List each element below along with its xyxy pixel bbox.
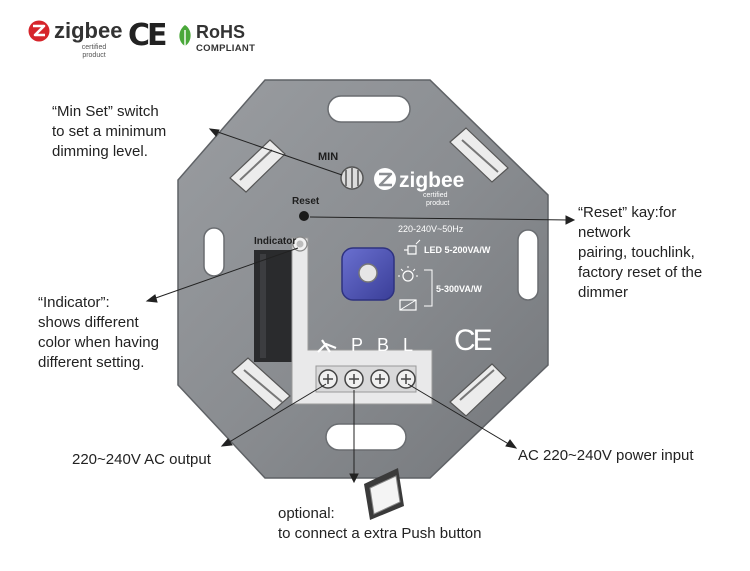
device-zigbee-sub-2: product: [426, 200, 449, 207]
zigbee-brand-text: zigbee: [54, 18, 123, 43]
pointer-min-set: [211, 129, 343, 176]
indicator-label: Indicator: [254, 236, 296, 247]
incandescent-bulb-icon: [398, 266, 418, 282]
led-bulb-icon: [404, 239, 421, 255]
min-label: MIN: [318, 151, 338, 163]
led-rating-text: LED 5-200VA/W: [424, 245, 491, 255]
bottom-slot: [325, 423, 407, 451]
clip-bottom-right: [449, 363, 507, 417]
annotation-min-set: “Min Set” switch to set a minimum dimmin…: [52, 103, 167, 160]
terminal-screw: [396, 369, 416, 389]
terminal-label-l: L: [403, 335, 413, 355]
right-keyhole: [517, 229, 539, 301]
transformer-icon: [399, 299, 417, 311]
pointer-indicator: [149, 247, 299, 301]
clip-bottom-left: [231, 357, 291, 411]
pointer-input: [407, 383, 513, 447]
pointer-reset: [309, 216, 571, 221]
pointer-output: [225, 383, 327, 445]
terminal-screw: [344, 369, 364, 389]
rohs-title: RoHS: [196, 22, 245, 42]
terminal-label-b: B: [377, 335, 389, 355]
zigbee-logo: zigbee certified product: [28, 18, 122, 60]
terminal-screw: [370, 369, 390, 389]
push-symbol-icon: [317, 339, 337, 353]
push-button-icon: [364, 468, 404, 520]
device-ce-mark: CE: [454, 324, 492, 357]
top-slot: [327, 95, 411, 123]
clip-top-left: [229, 139, 286, 193]
reset-button: [299, 211, 309, 221]
device-zigbee-logo: zigbee certified product: [374, 168, 464, 207]
annotation-optional: optional: to connect a extra Push button: [278, 505, 482, 542]
zigbee-sub-line-1: certified: [81, 44, 107, 51]
terminal-block: [315, 365, 417, 393]
zigbee-icon: [28, 20, 50, 42]
device-zigbee-sub-1: certified: [423, 192, 448, 199]
zigbee-sub-line-2: product: [82, 52, 106, 59]
clip-top-right: [449, 127, 509, 183]
terminal-screw: [318, 369, 338, 389]
ce-mark: CE: [128, 18, 167, 53]
rohs-subtitle: COMPLIANT: [196, 43, 256, 54]
annotation-output: 220~240V AC output: [72, 451, 211, 468]
left-keyhole: [203, 227, 225, 277]
leaf-icon: [179, 25, 191, 48]
other-rating-text: 5-300VA/W: [436, 284, 482, 294]
certification-logos: zigbee certified product CE RoHS COMPLIA…: [28, 16, 258, 62]
rohs-logo: RoHS COMPLIANT: [176, 20, 260, 58]
voltage-text: 220-240V~50Hz: [398, 224, 464, 234]
terminal-label-p: P: [351, 335, 363, 355]
reset-label: Reset: [292, 196, 320, 207]
device-zigbee-brand: zigbee: [399, 169, 464, 192]
annotation-indicator: “Indicator”: shows different color when …: [38, 294, 159, 371]
annotation-input: AC 220~240V power input: [518, 447, 694, 464]
annotation-reset: “Reset” kay:for network pairing, touchli…: [578, 204, 703, 301]
dimmer-shaft: [358, 263, 378, 283]
